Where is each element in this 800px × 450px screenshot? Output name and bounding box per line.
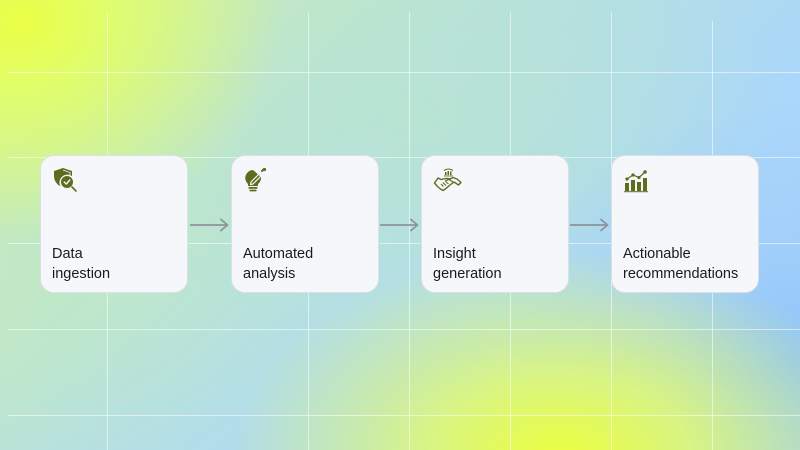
step-label-line: Automated — [243, 246, 314, 262]
step-card-actionable-recommendations: Actionable recommendations — [611, 155, 759, 293]
grid-line — [8, 243, 800, 244]
step-label-line: Insight — [433, 246, 476, 262]
grid-line — [8, 72, 800, 73]
step-label: Insight generation — [433, 244, 568, 284]
bar-line-chart-icon — [624, 170, 648, 193]
step-card-data-ingestion: Data ingestion — [40, 155, 188, 293]
step-card-automated-analysis: Automated analysis — [231, 155, 379, 293]
step-label-line: recommendations — [623, 266, 739, 282]
step-label-line: analysis — [243, 266, 296, 282]
arrow-right-icon — [570, 218, 609, 232]
step-label-line: generation — [433, 266, 502, 282]
step-label: Data ingestion — [52, 244, 187, 284]
step-label: Actionable recommendations — [623, 244, 758, 284]
arrow-right-icon — [190, 218, 229, 232]
step-label-line: Actionable — [623, 246, 691, 262]
step-card-insight-generation: Insight generation — [421, 155, 569, 293]
grid-line — [8, 415, 800, 416]
shield-check-search-icon — [54, 168, 77, 192]
step-label-line: Data — [52, 246, 83, 262]
grid-line — [8, 329, 800, 330]
grid-line — [8, 157, 800, 158]
arrow-right-icon — [380, 218, 419, 232]
step-label-line: ingestion — [52, 266, 111, 282]
grid-line — [409, 12, 410, 450]
step-label: Automated analysis — [243, 244, 378, 284]
lightbulb-pencil-icon — [245, 167, 267, 192]
handshake-chart-icon — [433, 168, 462, 192]
